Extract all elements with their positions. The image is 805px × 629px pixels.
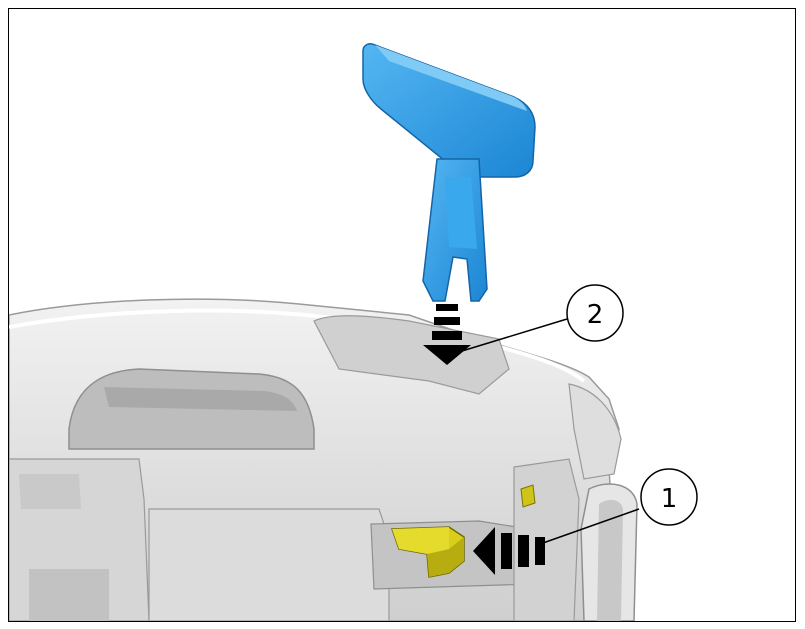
callout-2-leader [461,318,568,352]
removal-tool [362,43,536,302]
callout-2: 2 [566,284,624,342]
diagram-frame: 2 1 [8,8,796,622]
secondary-latch [520,484,536,508]
callout-1-leader [542,508,640,544]
callout-1-label: 1 [661,484,678,514]
callout-2-label: 2 [587,300,604,330]
arrow-left-icon [473,527,545,575]
callout-1: 1 [640,468,698,526]
housing [9,298,638,621]
arrow-down-icon [423,304,471,365]
illustration: 2 1 [9,43,698,621]
latch [390,526,465,578]
